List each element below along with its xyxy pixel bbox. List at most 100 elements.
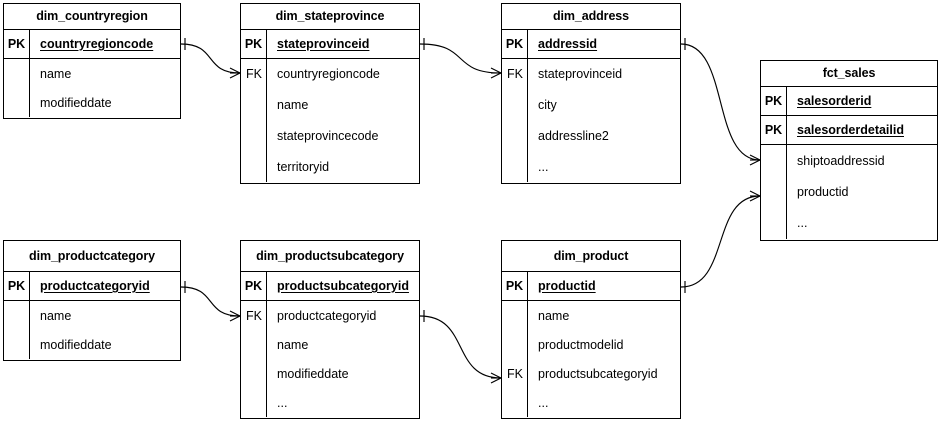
relationship-line [419,43,502,74]
entity-attribute-row[interactable]: name [502,301,680,330]
entity-attribute-row[interactable]: name [241,90,419,121]
entity-attribute-row[interactable]: city [502,90,680,121]
attribute-name: productid [538,279,596,293]
attribute-name: productsubcategoryid [538,366,658,381]
attribute-name: ... [538,159,549,174]
entity-attribute-row[interactable]: modifieddate [4,330,180,359]
entity-attribute-row[interactable]: ... [761,208,937,239]
attribute-name: name [277,337,309,352]
attribute-name: addressid [538,37,598,51]
relationship-line [419,315,502,379]
entity-key-row[interactable]: PK productsubcategoryid [241,271,419,301]
relationship-rel-subcategory-product [419,310,502,384]
attribute-name: countryregioncode [277,67,380,82]
entity-attribute-row[interactable]: modifieddate [241,359,419,388]
relationship-line [680,43,761,161]
attribute-name: ... [797,216,808,231]
entity-title-line: dim_product [553,248,629,263]
entity-attribute-row[interactable]: name [4,59,180,88]
attribute-name: productsubcategoryid [277,279,409,293]
entity-title-line: subcategory [330,248,404,263]
cardinality-many-marker [749,154,761,161]
entity-attribute-row[interactable]: ... [502,388,680,417]
cardinality-many-marker [749,190,761,197]
relationship-line [680,195,761,288]
cardinality-many-marker [490,372,502,379]
entity-attribute-row[interactable]: stateprovincecode [241,121,419,152]
entity-attribute-row[interactable]: countryregioncode [241,59,419,90]
entity-title-line: dim_stateprovince [275,9,385,23]
entity-key-row[interactable]: PK addressid [502,29,680,59]
key-label: PK [241,271,267,301]
key-label: PK [502,271,528,301]
cardinality-many-marker [229,67,241,74]
attribute-name: stateprovincecode [277,128,379,143]
relationship-rel-product-sales [680,190,761,293]
entity-attribute-row[interactable]: name [4,301,180,330]
entity-attribute-row[interactable]: stateprovinceid [502,59,680,90]
entity-attribute-row[interactable]: ... [241,388,419,417]
key-label: PK [4,29,30,59]
key-label: PK [502,29,528,59]
cardinality-many-marker [490,72,502,79]
attribute-name: stateprovinceid [277,37,370,51]
cardinality-many-marker [490,377,502,384]
attribute-name: modifieddate [40,95,112,110]
key-label: PK [241,29,267,59]
attribute-name: ... [538,395,549,410]
entity-title: dim_product [502,241,680,272]
entity-key-row[interactable]: PK productid [502,271,680,301]
attribute-block: name modifieddate [4,59,180,117]
entity-attribute-row[interactable]: addressline2 [502,121,680,152]
entity-title-line: dim_countryregion [36,9,148,23]
cardinality-many-marker [749,195,761,202]
entity-key-row[interactable]: PK stateprovinceid [241,29,419,59]
entity-title: dim_countryregion [4,4,180,30]
attribute-name: productmodelid [538,337,624,352]
attribute-name: stateprovinceid [538,67,623,82]
attribute-name: ... [277,395,288,410]
entity-attribute-row[interactable]: shiptoaddressid [761,145,937,176]
attribute-name: name [40,308,72,323]
entity-attribute-row[interactable]: productmodelid [502,330,680,359]
relationship-rel-productcategory-subcategory [180,281,241,322]
relationship-rel-address-sales [680,38,761,166]
entity-attribute-row[interactable]: productsubcategoryid [502,359,680,388]
cardinality-many-marker [229,315,241,322]
attribute-name: productid [797,184,849,199]
entity-attribute-row[interactable]: territoryid [241,151,419,182]
entity-title-line: fct_sales [822,66,876,80]
entity-attribute-row[interactable]: ... [502,151,680,182]
cardinality-many-marker [229,72,241,79]
entity-attribute-row[interactable]: productid [761,176,937,207]
entity-attribute-row[interactable]: name [241,330,419,359]
relationship-rel-countryregion-stateprovince [180,38,241,79]
entity-title-line: category [103,248,155,263]
attribute-name: addressline2 [538,128,609,143]
attribute-name: name [277,98,309,113]
entity-title: dim_address [502,4,680,30]
relationship-rel-stateprovince-address [419,38,502,79]
entity-attribute-row[interactable]: modifieddate [4,88,180,117]
entity-attribute-row[interactable]: productcategoryid [241,301,419,330]
attribute-block: shiptoaddressid productid... [761,145,937,239]
relationship-line [180,43,241,74]
attribute-name: territoryid [277,159,330,174]
attribute-name: productcategoryid [277,308,377,323]
